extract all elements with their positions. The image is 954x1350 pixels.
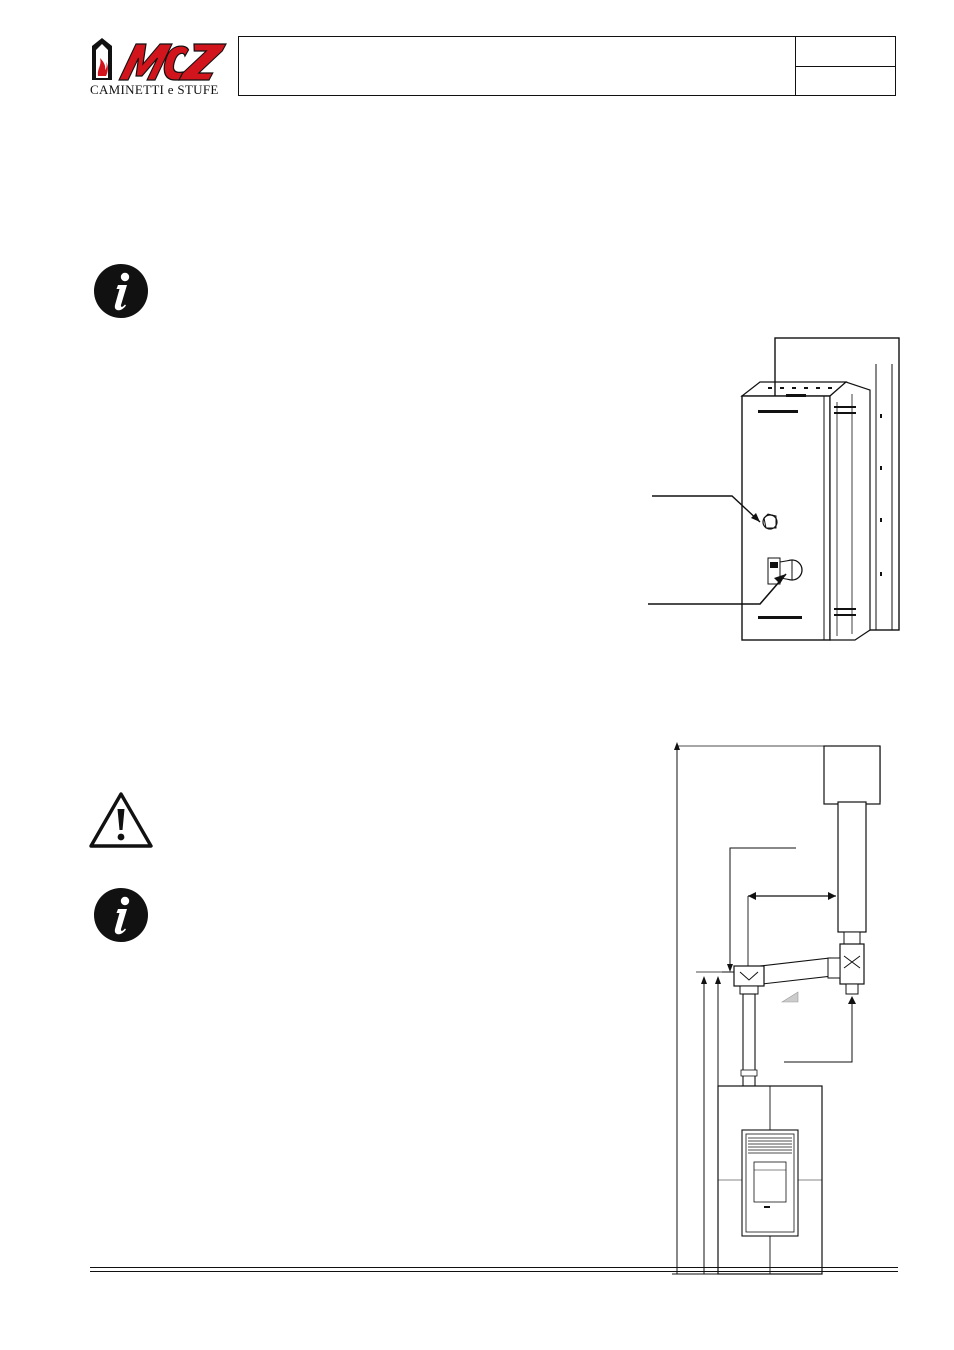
footer-rule: [90, 1271, 898, 1272]
stove-rear-figure: [648, 337, 900, 641]
flue-installation-figure: [672, 742, 881, 1275]
info-icon: [94, 888, 148, 942]
header-page-cell: [795, 36, 896, 67]
warning-icon: [89, 792, 153, 848]
brand-caption: CAMINETTI e STUFE: [90, 82, 219, 97]
header-revision-cell: [795, 66, 896, 96]
mcz-logo: [92, 38, 227, 81]
info-icon: [94, 264, 148, 318]
footer-rule: [90, 1267, 898, 1268]
